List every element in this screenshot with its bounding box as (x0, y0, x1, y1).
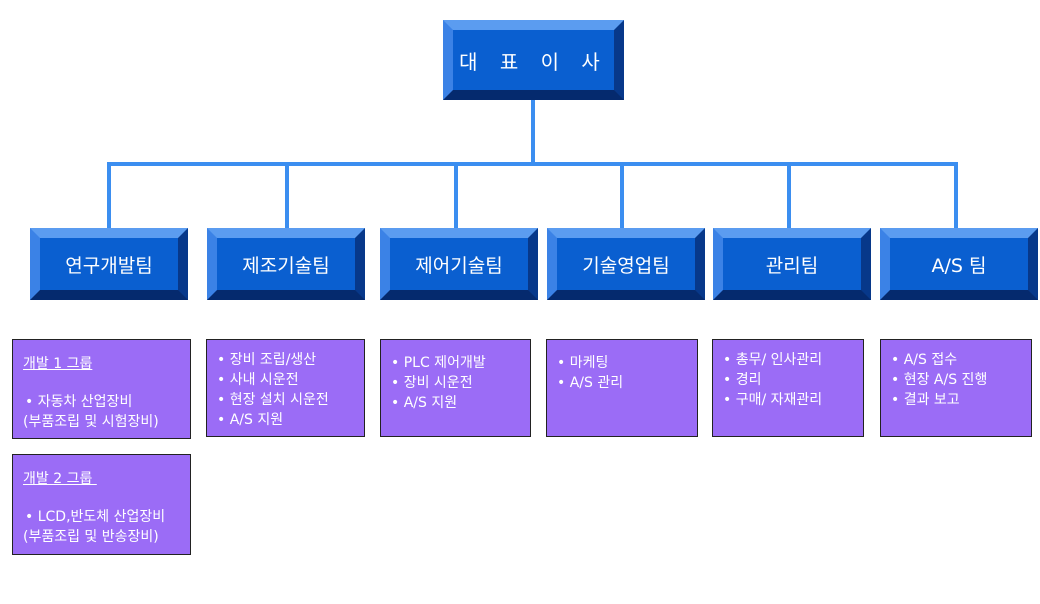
duty-item: A/S 지원 (217, 410, 354, 430)
duty-item: 마케팅 (557, 353, 687, 373)
duty-item: 장비 시운전 (391, 373, 520, 393)
duty-item: 결과 보고 (891, 390, 1021, 410)
dept-box-control: 제어기술팀 (380, 228, 538, 300)
rnd-group-1-item: • 자동차 산업장비 (25, 394, 133, 410)
dept-box-admin: 관리팀 (713, 228, 871, 300)
dept-label-sales: 기술영업팀 (582, 254, 670, 277)
duty-item: 사내 시운전 (217, 370, 354, 390)
duty-item: 경리 (723, 370, 853, 390)
duty-item: 총무/ 인사관리 (723, 350, 853, 370)
duty-item: A/S 관리 (557, 373, 687, 393)
dept-label-manufacturing: 제조기술팀 (242, 254, 330, 277)
duties-box-manufacturing: 장비 조립/생산 사내 시운전 현장 설치 시운전 A/S 지원 (206, 339, 365, 437)
dept-label-rnd: 연구개발팀 (65, 254, 153, 277)
duties-box-sales: 마케팅 A/S 관리 (546, 339, 698, 437)
duties-box-control: PLC 제어개발 장비 시운전 A/S 지원 (380, 339, 531, 437)
duty-item: A/S 접수 (891, 350, 1021, 370)
duty-item: PLC 제어개발 (391, 353, 520, 373)
dept-box-sales: 기술영업팀 (547, 228, 705, 300)
rnd-group-2-sub: (부품조립 및 반송장비) (23, 529, 159, 545)
dept-box-rnd: 연구개발팀 (30, 228, 188, 300)
duty-item: 현장 설치 시운전 (217, 390, 354, 410)
rnd-group-2-item: • LCD,반도체 산업장비 (25, 509, 166, 525)
rnd-group-1-title: 개발 1 그룹 (23, 356, 93, 372)
duty-item: 구매/ 자재관리 (723, 390, 853, 410)
duties-box-as: A/S 접수 현장 A/S 진행 결과 보고 (880, 339, 1032, 437)
dept-box-as: A/S 팀 (880, 228, 1038, 300)
rnd-group-2-title: 개발 2 그룹 (23, 471, 97, 487)
duty-item: 장비 조립/생산 (217, 350, 354, 370)
rnd-group-1-box: 개발 1 그룹 • 자동차 산업장비 (부품조립 및 시험장비) (12, 339, 191, 439)
dept-label-control: 제어기술팀 (415, 254, 503, 277)
dept-label-as: A/S 팀 (931, 254, 987, 277)
rnd-group-1-sub: (부품조립 및 시험장비) (23, 414, 159, 430)
rnd-group-2-box: 개발 2 그룹 • LCD,반도체 산업장비 (부품조립 및 반송장비) (12, 454, 191, 555)
ceo-box: 대 표 이 사 (443, 20, 624, 100)
dept-label-admin: 관리팀 (765, 254, 819, 277)
ceo-label: 대 표 이 사 (459, 49, 608, 74)
duties-box-admin: 총무/ 인사관리 경리 구매/ 자재관리 (712, 339, 864, 437)
dept-box-manufacturing: 제조기술팀 (207, 228, 365, 300)
duty-item: 현장 A/S 진행 (891, 370, 1021, 390)
duty-item: A/S 지원 (391, 393, 520, 413)
